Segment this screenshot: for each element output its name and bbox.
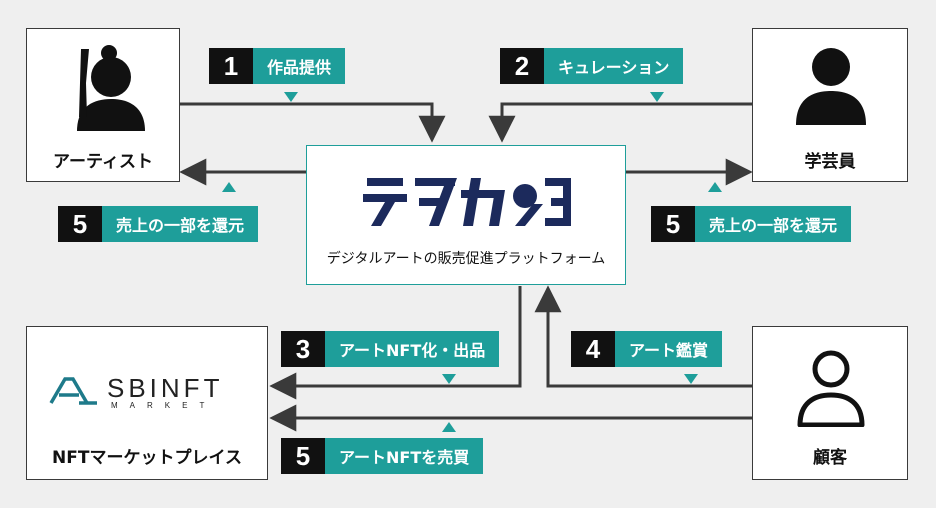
customer-label: 顧客 [813, 448, 847, 468]
curator-label: 学芸員 [804, 152, 856, 172]
step-tag-1: 1 作品提供 [209, 48, 346, 84]
artist-box: アーティスト [26, 28, 180, 182]
arrow-3-platform-to-marketplace [269, 286, 522, 400]
sbinft-logo: SBINFT MARKET [49, 373, 249, 413]
arrow-2-curator-to-platform [488, 102, 752, 143]
step-number: 4 [571, 331, 615, 367]
step-tag-5-trade: 5 アートNFTを売買 [281, 438, 484, 474]
step-tag-2: 2 キュレーション [500, 48, 684, 84]
sbinft-wordmark: SBINFT [107, 373, 224, 403]
step-tag-5-curator: 5 売上の一部を還元 [651, 206, 852, 242]
arrow-4-customer-to-platform [534, 285, 752, 388]
step-label: 売上の一部を還元 [695, 206, 852, 242]
artist-label: アーティスト [53, 152, 153, 172]
step-tag-5-artist: 5 売上の一部を還元 [58, 206, 259, 242]
curator-box: 学芸員 [752, 28, 908, 182]
arrow-1-artist-to-platform [180, 102, 446, 143]
sbinft-mark-icon [49, 377, 97, 405]
step-number: 2 [500, 48, 544, 84]
step-number: 5 [281, 438, 325, 474]
marketplace-label: NFTマーケットプレイス [52, 448, 242, 468]
step-tag-4: 4 アート鑑賞 [571, 331, 723, 367]
step-number: 5 [651, 206, 695, 242]
step-label: アート鑑賞 [615, 331, 723, 367]
sbinft-submark: MARKET [111, 401, 217, 410]
platform-caption: デジタルアートの販売促進プラットフォーム [326, 251, 606, 267]
step-label: 作品提供 [253, 48, 346, 84]
artist-with-brush-icon [77, 45, 145, 131]
person-filled-icon [796, 48, 866, 125]
step-number: 1 [209, 48, 253, 84]
platform-box: デジタルアートの販売促進プラットフォーム [306, 145, 626, 285]
step-tag-3: 3 アートNFT化・出品 [281, 331, 500, 367]
step-label: アートNFTを売買 [325, 438, 484, 474]
platform-logo [363, 178, 571, 226]
step-number: 3 [281, 331, 325, 367]
step-label: キュレーション [544, 48, 684, 84]
person-outline-icon [797, 350, 865, 427]
step-label: アートNFT化・出品 [325, 331, 500, 367]
marketplace-box: SBINFT MARKET NFTマーケットプレイス [26, 326, 268, 480]
customer-box: 顧客 [752, 326, 908, 480]
step-number: 5 [58, 206, 102, 242]
step-label: 売上の一部を還元 [102, 206, 259, 242]
